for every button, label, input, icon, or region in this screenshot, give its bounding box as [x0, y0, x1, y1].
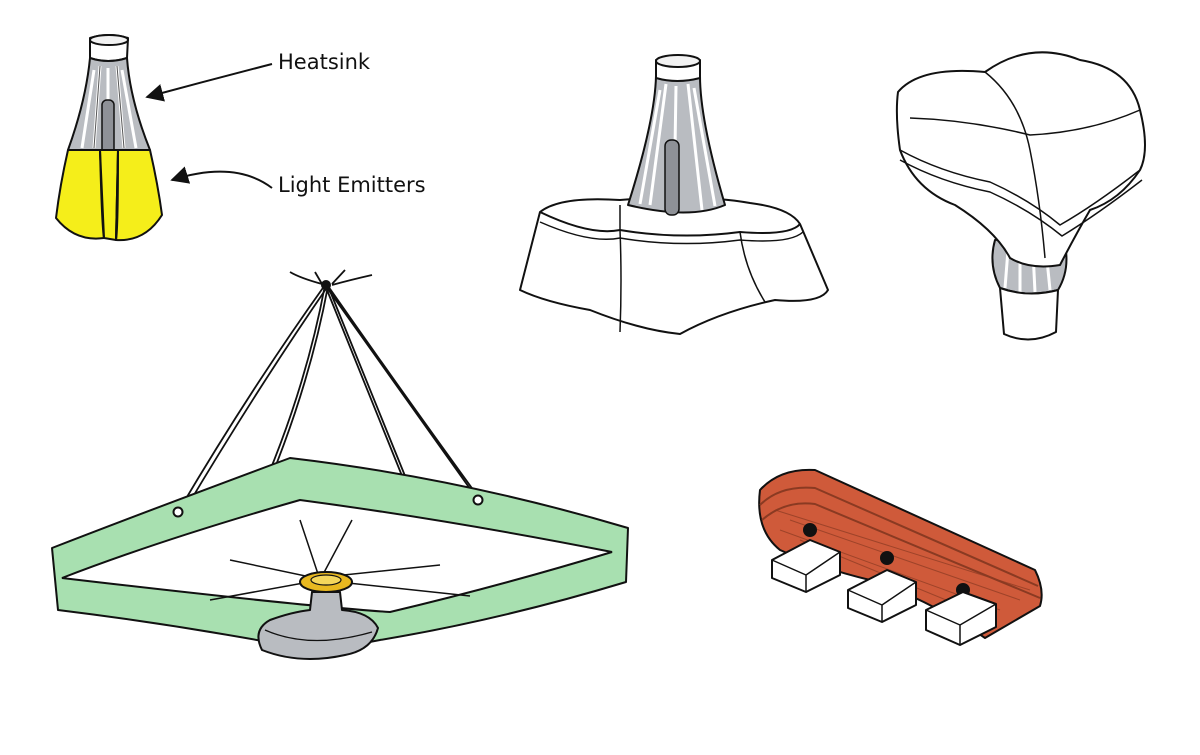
light-module-2 [847, 569, 917, 623]
bulb-base [999, 287, 1059, 341]
light-module-1 [771, 539, 841, 593]
light-module-3 [925, 591, 997, 646]
cushion-base-sketch [519, 54, 829, 335]
cushion-cap-sketch [895, 51, 1146, 341]
heatsink-callout-label: Heatsink [278, 50, 371, 74]
light-emitter-left [55, 149, 105, 240]
cushion-cap [895, 51, 1146, 268]
cushion-base [519, 196, 829, 335]
light-emitters-callout-label: Light Emitters [278, 173, 426, 197]
bulb-sketch [55, 34, 163, 242]
wooden-bar-sketch [758, 468, 1043, 646]
lamp-head [257, 591, 379, 660]
light-emitter-right [115, 149, 163, 242]
heatsink-arrow [145, 63, 273, 102]
pendant-lamp-sketch [51, 269, 629, 660]
light-emitters-arrow [170, 166, 273, 189]
